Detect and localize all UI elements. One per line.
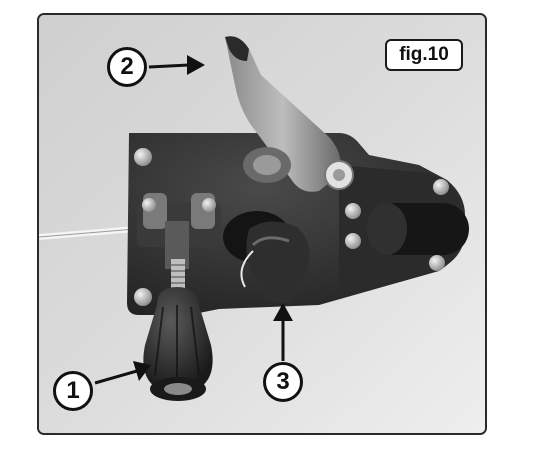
callout-3: 3 [263, 362, 303, 402]
callout-2: 2 [107, 47, 147, 87]
figure-label: fig.10 [385, 39, 463, 71]
wire-feeder-photo [39, 15, 485, 433]
callout-arrows [94, 55, 293, 385]
arrow-icon [273, 303, 293, 361]
figure-frame: fig.10 1 2 3 [37, 13, 487, 435]
callout-1: 1 [53, 371, 93, 411]
arrow-icon [148, 55, 205, 75]
arrow-icon [94, 361, 151, 385]
